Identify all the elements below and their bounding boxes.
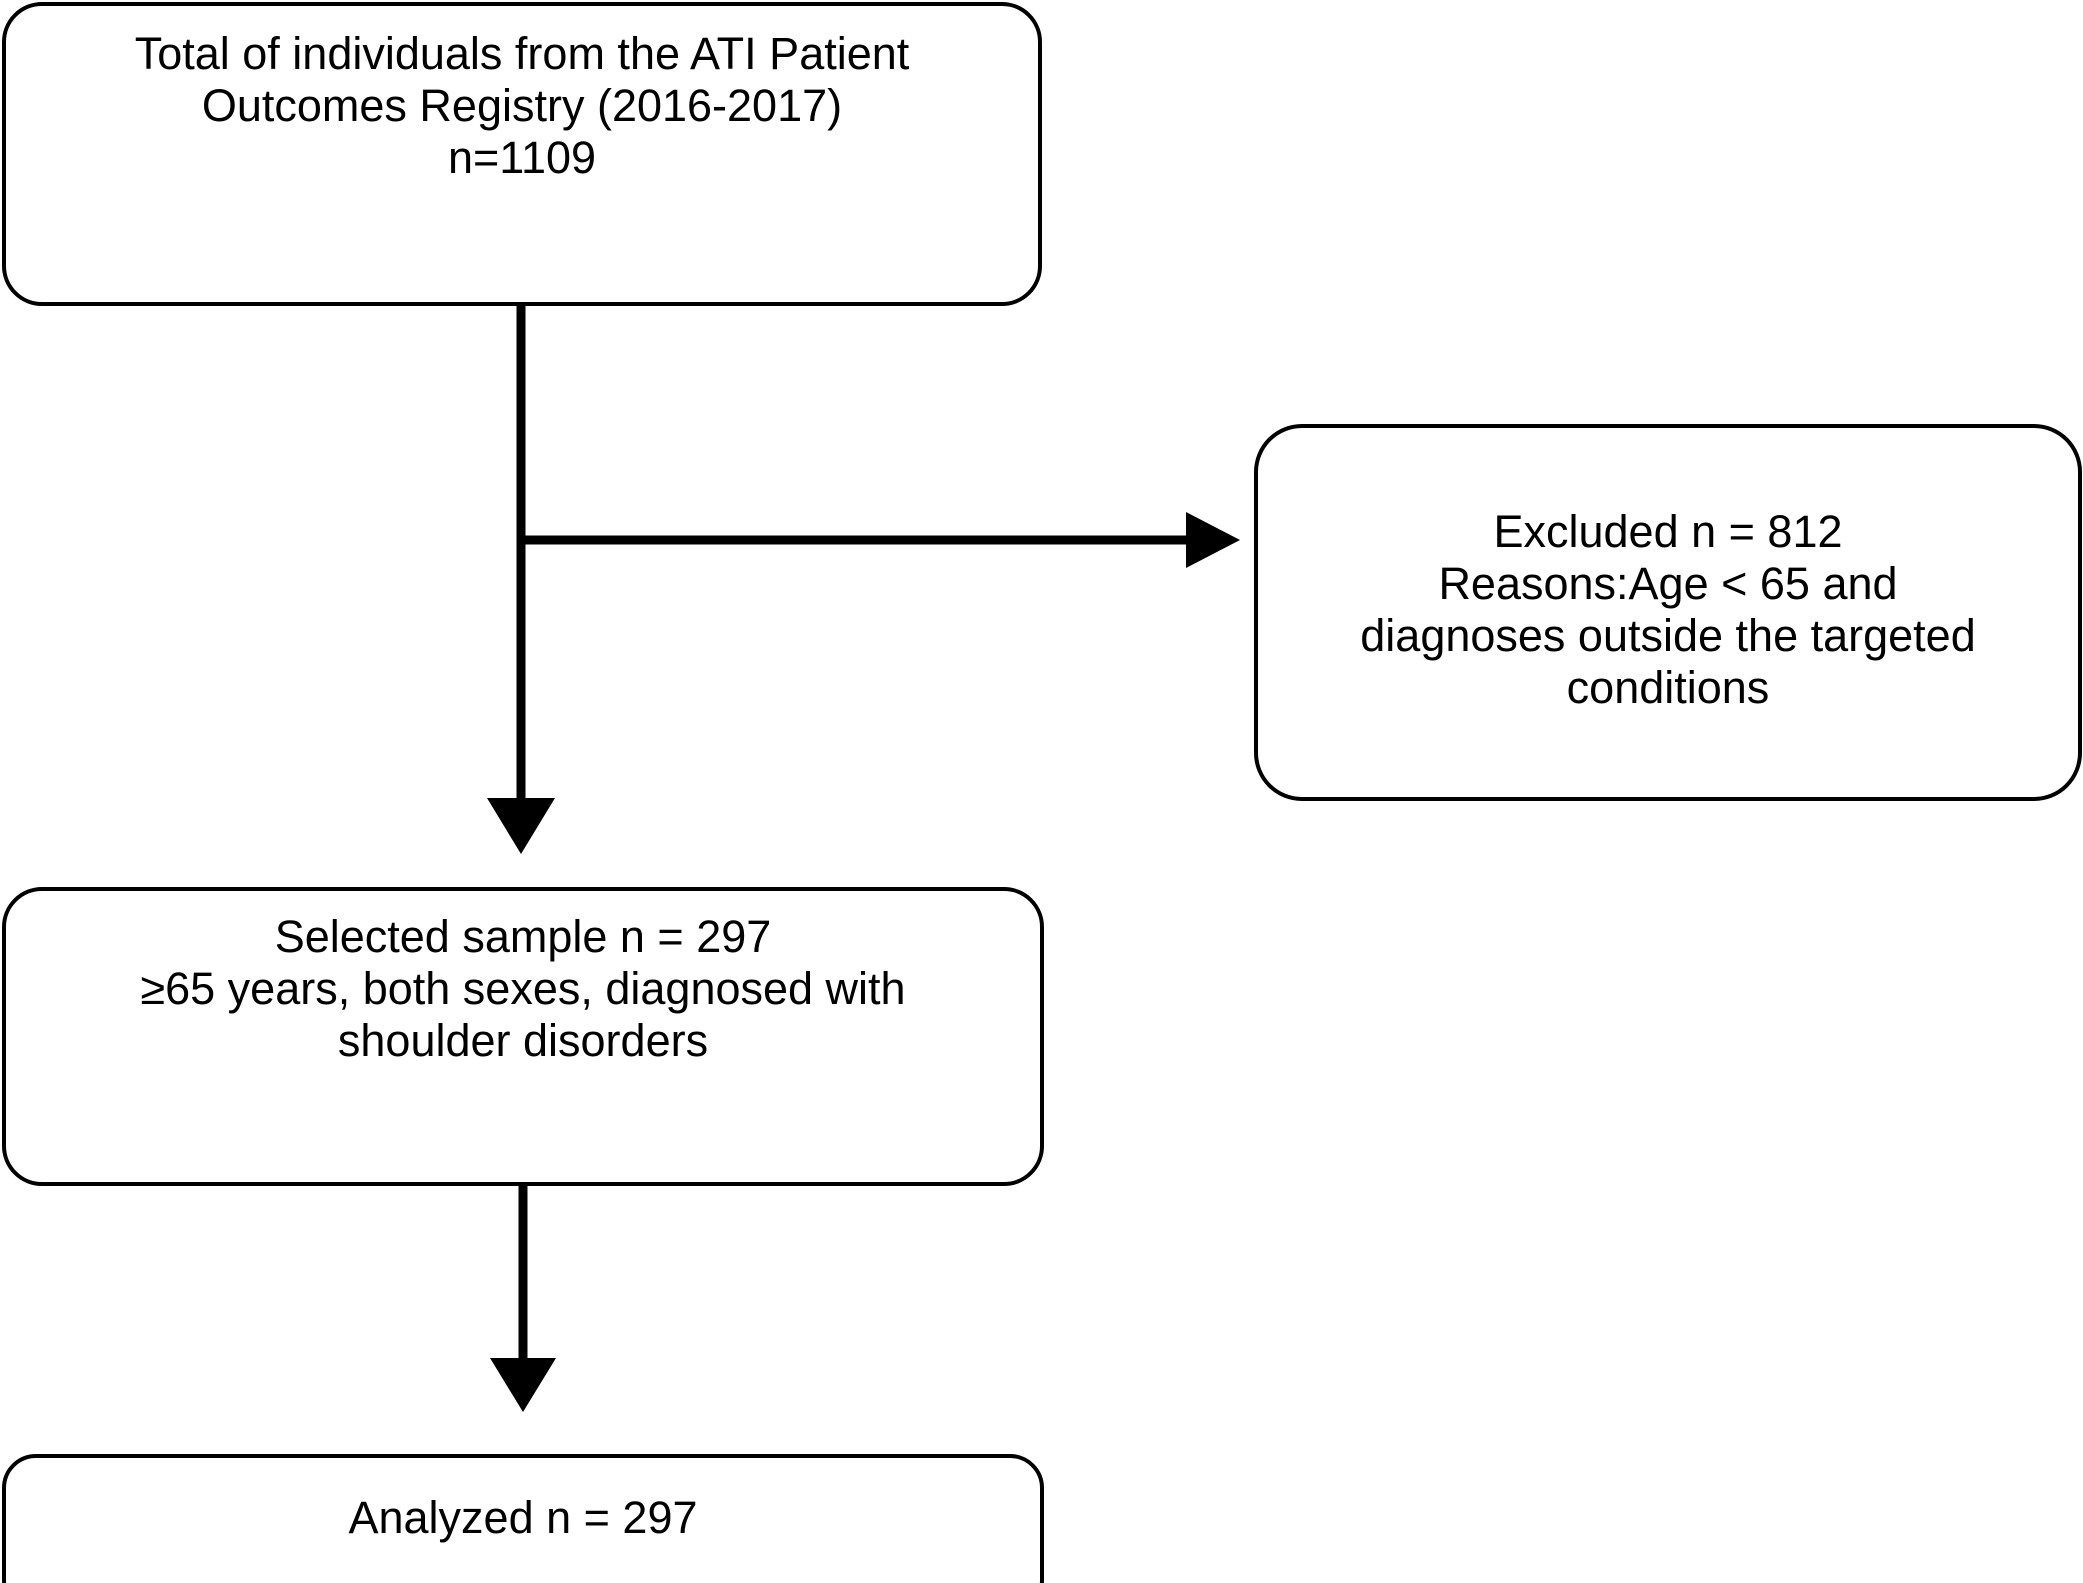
total-to-excluded-arrowhead: [1186, 512, 1240, 568]
excluded-box: Excluded n = 812 Reasons:Age < 65 and di…: [1254, 424, 2082, 801]
total-individuals-line-3: n=1109: [447, 132, 597, 183]
excluded-line-3: diagnoses outside the targeted: [1360, 609, 1976, 661]
analyzed-line-1: Analyzed n = 297: [348, 1492, 698, 1543]
total-individuals-line-1: Total of individuals from the ATI Patien…: [134, 28, 910, 79]
total-individuals-line-2: Outcomes Registry (2016-2017): [201, 80, 843, 131]
selected-to-analyzed-arrowhead: [490, 1358, 556, 1412]
excluded-line-2: Reasons:Age < 65 and: [1438, 557, 1898, 609]
total-individuals-box: Total of individuals from the ATI Patien…: [2, 2, 1042, 306]
excluded-line-1: Excluded n = 812: [1493, 505, 1843, 557]
total-to-selected-arrowhead: [487, 798, 555, 854]
selected-sample-line-2: ≥65 years, both sexes, diagnosed with: [140, 963, 906, 1014]
selected-sample-line-1: Selected sample n = 297: [274, 911, 772, 962]
selected-sample-line-3: shoulder disorders: [337, 1015, 709, 1066]
selected-sample-box: Selected sample n = 297 ≥65 years, both …: [2, 887, 1044, 1186]
excluded-line-4: conditions: [1566, 661, 1770, 713]
analyzed-box: Analyzed n = 297: [2, 1454, 1044, 1583]
